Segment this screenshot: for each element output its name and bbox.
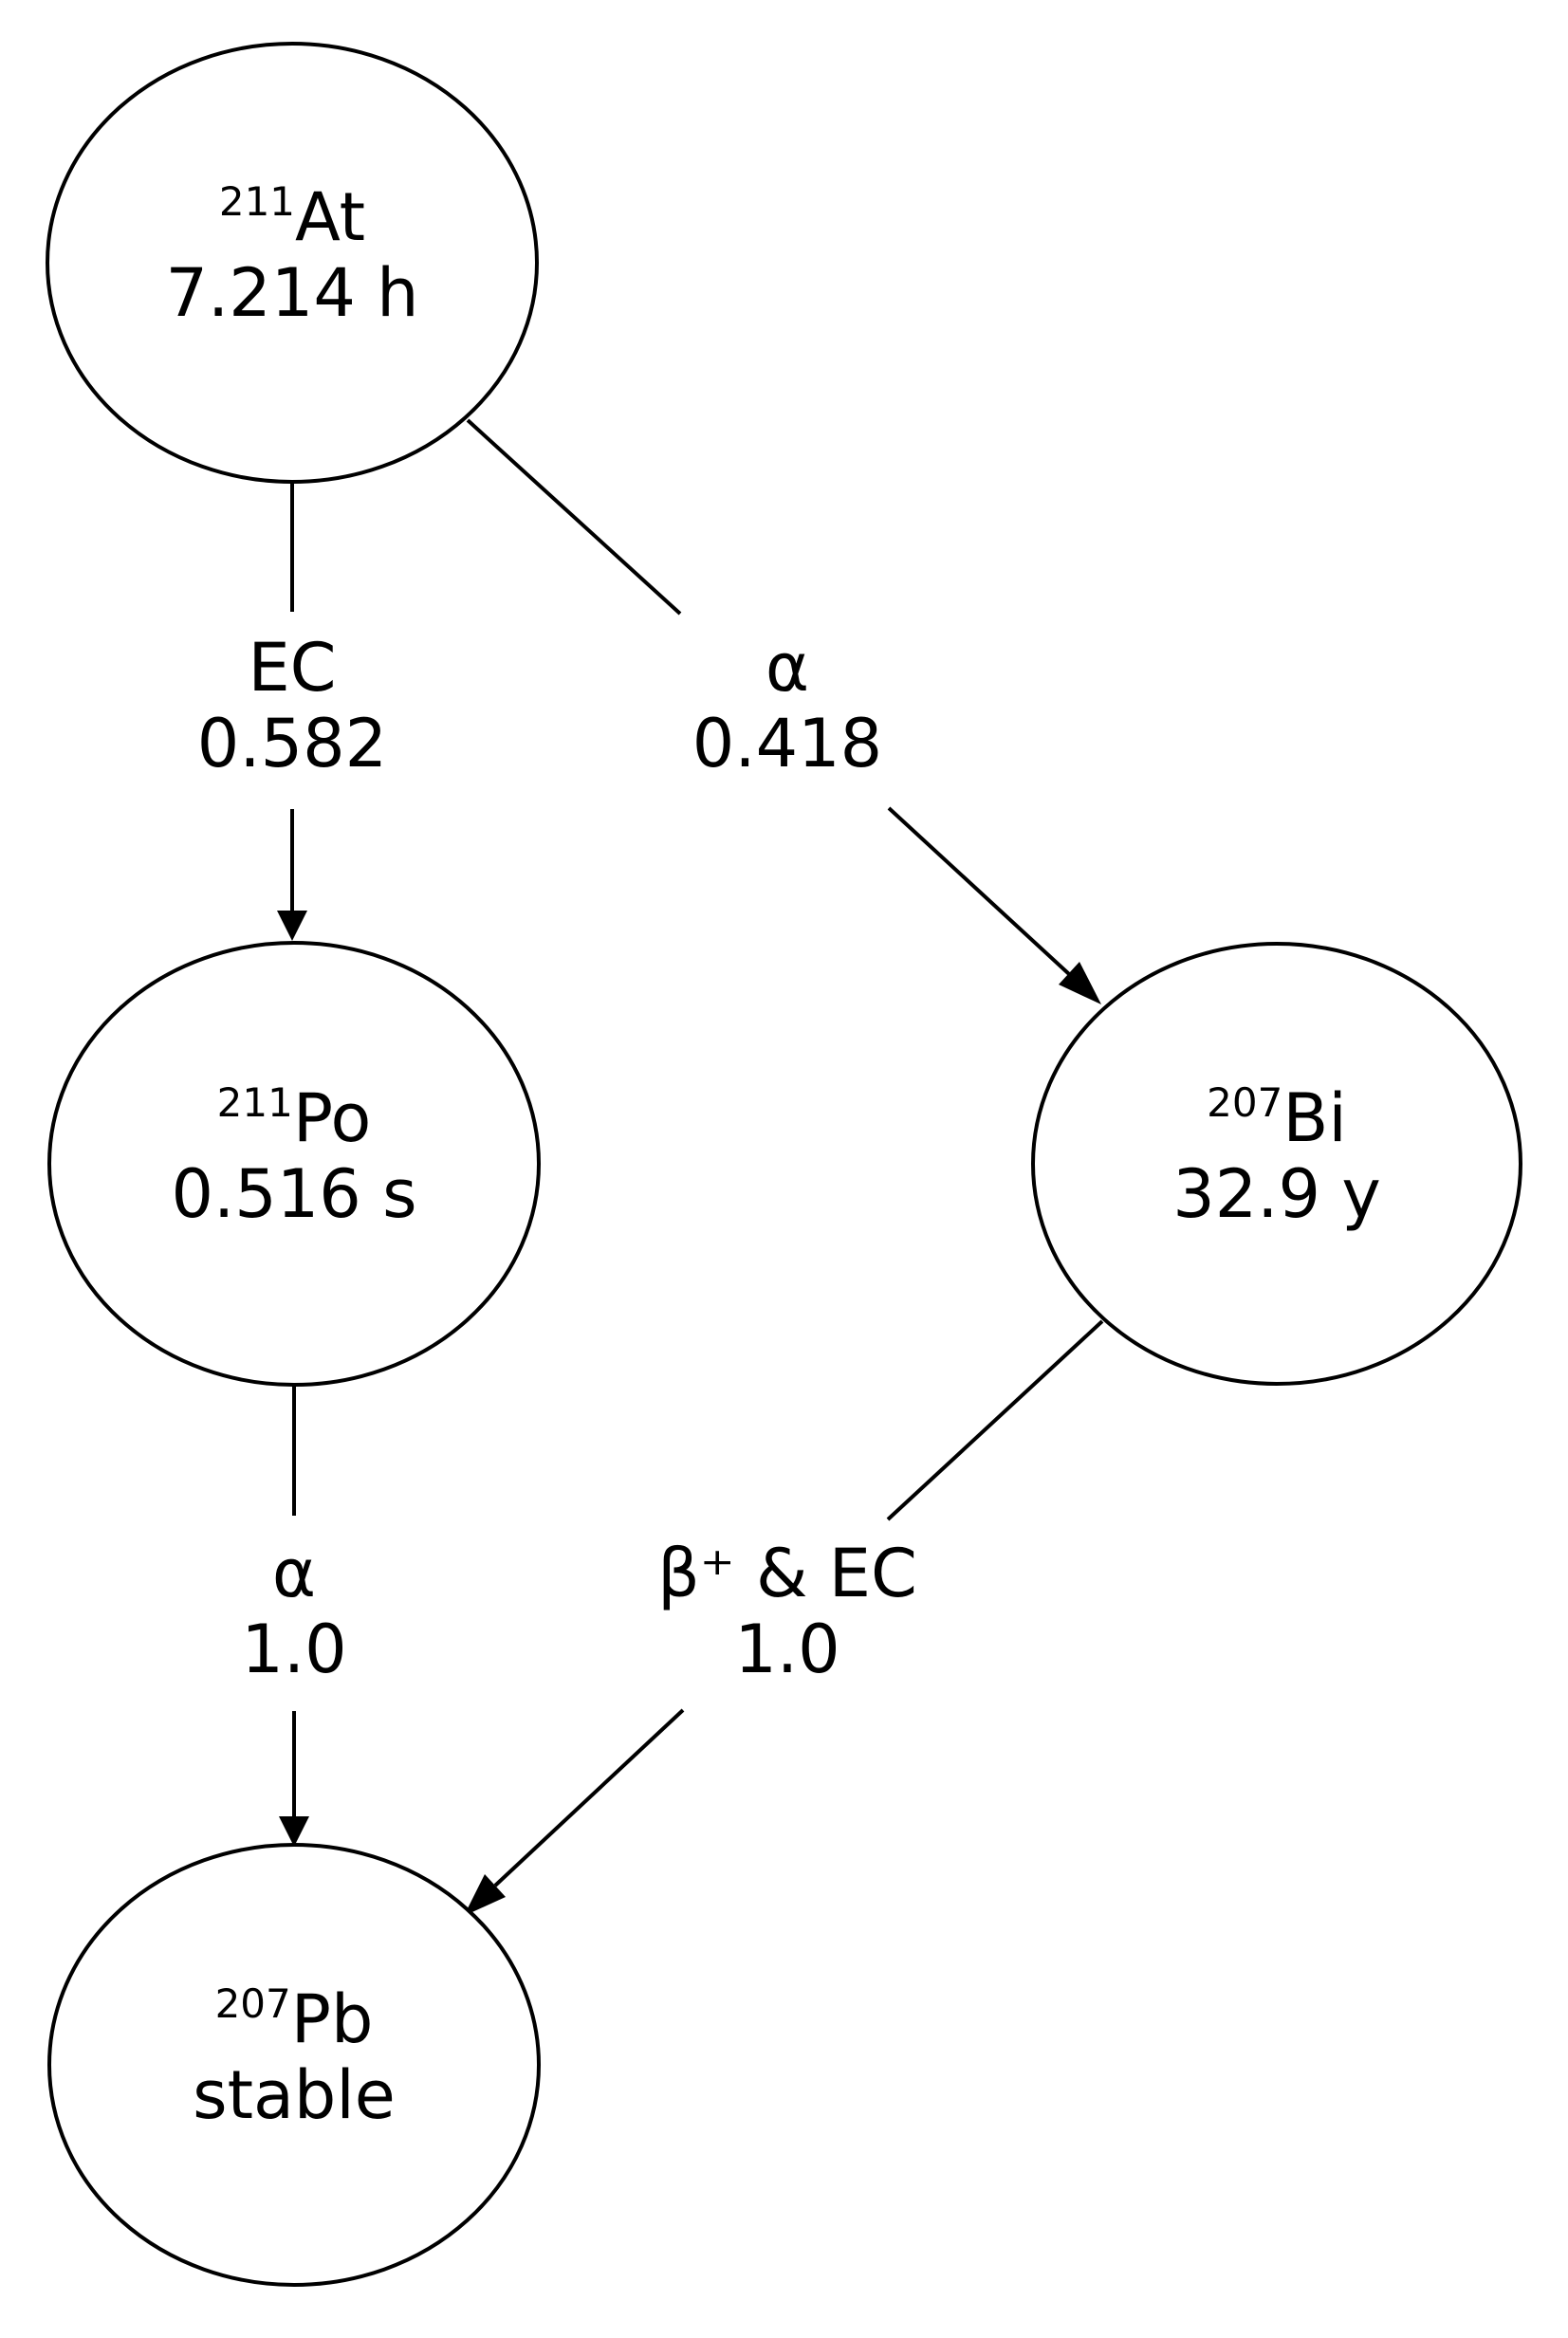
- element-symbol: Pb: [291, 1980, 374, 2058]
- half-life: 0.516 s: [171, 1155, 416, 1233]
- node-circle: [47, 941, 541, 1387]
- nuclide-label: 207Bi: [1207, 1079, 1347, 1157]
- edge-line: [466, 418, 682, 616]
- mass-number: 211: [219, 178, 295, 225]
- node-circle: [47, 1843, 541, 2287]
- edge-line: [493, 1708, 685, 1887]
- decay-mode-label: EC: [248, 629, 336, 707]
- half-life: stable: [193, 2056, 396, 2134]
- element-symbol: At: [295, 178, 365, 256]
- edge-at211-po211: EC 0.582: [197, 482, 387, 941]
- nuclide-label: 211Po: [217, 1079, 372, 1157]
- mass-number: 207: [1207, 1079, 1282, 1126]
- node-circle: [46, 42, 539, 484]
- arrowhead: [1059, 962, 1101, 1004]
- decay-mode-label: α: [272, 1535, 316, 1612]
- edge-po211-pb207: α 1.0: [241, 1385, 347, 1847]
- element-symbol: Po: [293, 1079, 372, 1157]
- nuclide-node-po211: 211Po 0.516 s: [47, 941, 541, 1387]
- arrowhead: [279, 1816, 309, 1847]
- nuclide-label: 207Pb: [215, 1980, 374, 2058]
- decay-mode-label: β⁺ & EC: [657, 1535, 917, 1612]
- edge-bi207-pb207: β⁺ & EC 1.0: [464, 1319, 1104, 1916]
- edge-line: [887, 806, 1071, 976]
- mass-number: 211: [217, 1079, 293, 1126]
- mass-number: 207: [215, 1980, 291, 2027]
- edge-line: [886, 1319, 1104, 1521]
- decay-mode-label: α: [766, 629, 809, 707]
- half-life: 32.9 y: [1172, 1155, 1381, 1233]
- node-circle: [1031, 942, 1522, 1386]
- branching-ratio-label: 0.418: [692, 705, 882, 782]
- branching-ratio-label: 0.582: [197, 705, 387, 782]
- arrowhead: [464, 1874, 506, 1916]
- element-symbol: Bi: [1282, 1079, 1346, 1157]
- nuclide-label: 211At: [219, 178, 365, 256]
- branching-ratio-label: 1.0: [734, 1611, 839, 1688]
- nuclide-node-at211: 211At 7.214 h: [46, 42, 539, 484]
- arrowhead: [277, 911, 307, 941]
- edge-at211-bi207: α 0.418: [466, 418, 1101, 1004]
- nuclide-node-pb207: 207Pb stable: [47, 1843, 541, 2287]
- nuclide-node-bi207: 207Bi 32.9 y: [1031, 942, 1522, 1386]
- branching-ratio-label: 1.0: [241, 1611, 346, 1688]
- half-life: 7.214 h: [165, 254, 418, 332]
